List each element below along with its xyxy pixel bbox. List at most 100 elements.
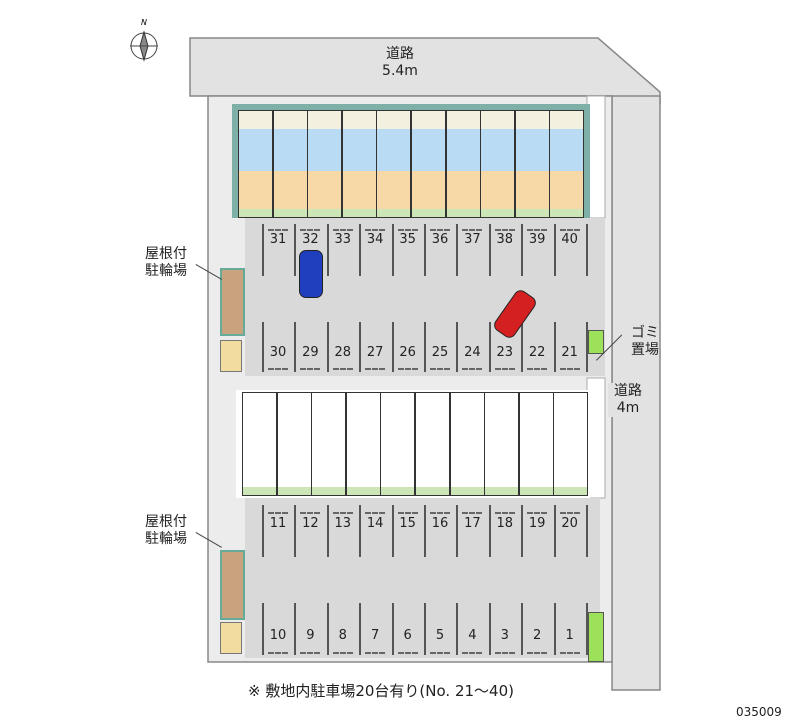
unit-top bbox=[416, 393, 449, 412]
apartment-unit bbox=[553, 392, 589, 496]
unit-bot bbox=[273, 171, 307, 209]
label-line: 屋根付 bbox=[145, 246, 187, 262]
parking-stall-32: 32 bbox=[302, 232, 319, 247]
road-width: 4m bbox=[616, 400, 640, 416]
stall-divider bbox=[391, 603, 394, 655]
parking-stall-30: 30 bbox=[269, 345, 287, 360]
unit-top bbox=[277, 393, 311, 412]
stall-divider bbox=[521, 224, 524, 276]
unit-top bbox=[519, 393, 553, 412]
garbage-label: ゴミ置場 bbox=[625, 325, 665, 359]
parking-stall-18: 18 bbox=[496, 516, 514, 531]
unit-bot bbox=[239, 171, 272, 209]
stall-marking bbox=[397, 368, 418, 370]
apartment-unit bbox=[518, 392, 554, 496]
stall-marking bbox=[268, 652, 288, 654]
bike-shelter-label-upper: 屋根付駐輪場 bbox=[136, 246, 196, 280]
stall-marking bbox=[527, 368, 548, 370]
parking-stall-31: 31 bbox=[269, 232, 287, 247]
stall-marking bbox=[300, 652, 321, 654]
stall-marking bbox=[332, 368, 353, 370]
parking-stall-15: 15 bbox=[399, 516, 416, 531]
unit-hedge bbox=[554, 487, 588, 495]
unit-mid bbox=[243, 411, 276, 454]
stall-marking bbox=[494, 512, 515, 514]
road-name: 道路 bbox=[614, 383, 642, 399]
stall-divider bbox=[326, 224, 329, 276]
parking-stall-7: 7 bbox=[371, 628, 380, 643]
stall-marking bbox=[430, 652, 450, 654]
apartment-unit bbox=[484, 392, 520, 496]
unit-bot bbox=[243, 453, 276, 487]
parking-stall-40: 40 bbox=[561, 232, 578, 247]
parking-stall-12: 12 bbox=[302, 516, 319, 531]
stall-marking bbox=[397, 229, 418, 231]
unit-hedge bbox=[273, 209, 307, 217]
stall-marking bbox=[268, 512, 288, 514]
stall-divider bbox=[326, 322, 329, 372]
unit-hedge bbox=[308, 209, 342, 217]
stall-divider bbox=[586, 505, 588, 557]
unit-top bbox=[243, 393, 276, 412]
unit-hedge bbox=[446, 209, 480, 217]
stall-marking bbox=[332, 652, 353, 654]
stall-divider bbox=[262, 322, 264, 372]
unit-hedge bbox=[515, 209, 549, 217]
stall-divider bbox=[456, 603, 459, 655]
parking-note: ※ 敷地内駐車場20台有り(No. 21～40) bbox=[248, 682, 514, 700]
unit-mid bbox=[485, 411, 519, 454]
unit-bot bbox=[342, 171, 376, 209]
stall-divider bbox=[456, 224, 459, 276]
unit-top bbox=[377, 111, 411, 130]
unit-top bbox=[515, 111, 549, 130]
apartment-unit bbox=[380, 392, 416, 496]
parking-stall-13: 13 bbox=[334, 516, 352, 531]
label-line: 駐輪場 bbox=[145, 531, 187, 547]
apartment-unit bbox=[311, 392, 347, 496]
unit-top bbox=[412, 111, 445, 130]
bike-rack-lower bbox=[220, 622, 242, 654]
parking-stall-26: 26 bbox=[399, 345, 416, 360]
unit-top bbox=[554, 393, 588, 412]
parking-stall-34: 34 bbox=[366, 232, 384, 247]
parking-stall-9: 9 bbox=[306, 628, 315, 643]
stall-marking bbox=[527, 229, 548, 231]
unit-hedge bbox=[346, 487, 380, 495]
unit-bot bbox=[346, 453, 380, 487]
stall-marking bbox=[462, 368, 483, 370]
stall-divider bbox=[488, 322, 491, 372]
stall-divider bbox=[294, 322, 297, 372]
unit-bot bbox=[312, 453, 346, 487]
building-upper bbox=[232, 104, 590, 218]
stall-divider bbox=[553, 603, 556, 655]
unit-mid bbox=[515, 129, 549, 172]
stall-marking bbox=[559, 652, 580, 654]
unit-bot bbox=[416, 453, 449, 487]
stall-divider bbox=[586, 603, 588, 655]
unit-top bbox=[481, 111, 515, 130]
unit-top bbox=[239, 111, 272, 130]
unit-bot bbox=[450, 453, 484, 487]
unit-top bbox=[308, 111, 342, 130]
stall-marking bbox=[365, 512, 386, 514]
unit-hedge bbox=[239, 209, 272, 217]
apartment-unit bbox=[376, 110, 412, 218]
unit-hedge bbox=[377, 209, 411, 217]
apartment-unit bbox=[514, 110, 550, 218]
stall-marking bbox=[559, 229, 580, 231]
stall-marking bbox=[365, 652, 386, 654]
planting-area bbox=[588, 612, 604, 662]
apartment-unit bbox=[272, 110, 308, 218]
apartment-unit bbox=[238, 110, 273, 218]
stall-divider bbox=[488, 505, 491, 557]
apartment-unit bbox=[480, 110, 516, 218]
stall-divider bbox=[359, 224, 362, 276]
parking-stall-22: 22 bbox=[528, 345, 546, 360]
compass: N bbox=[126, 18, 162, 62]
unit-mid bbox=[554, 411, 588, 454]
unit-mid bbox=[277, 411, 311, 454]
unit-top bbox=[273, 111, 307, 130]
parking-stall-20: 20 bbox=[561, 516, 578, 531]
parking-lot-lower bbox=[245, 498, 600, 658]
stall-marking bbox=[527, 512, 548, 514]
